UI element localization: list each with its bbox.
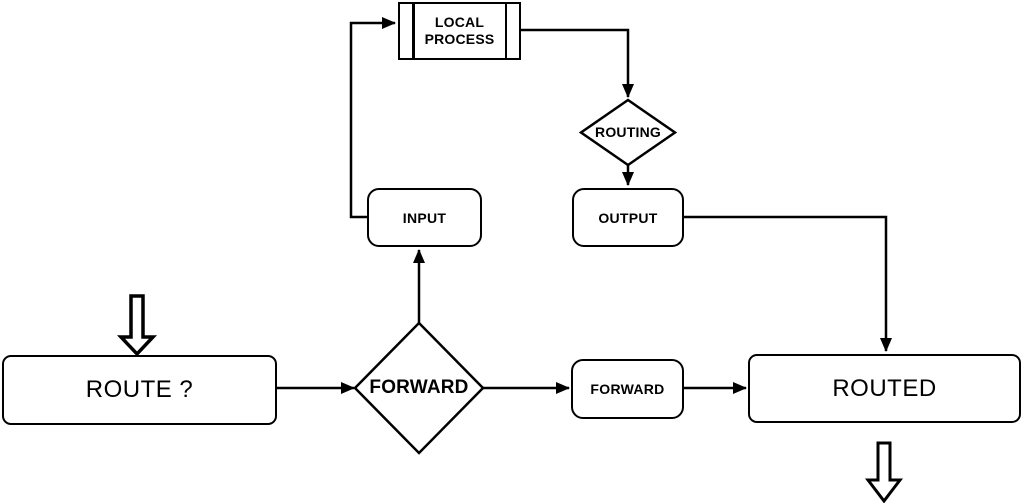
node-route-question-label: ROUTE ? (85, 376, 194, 403)
node-local-process: LOCAL PROCESS (398, 2, 521, 60)
node-local-process-label: LOCAL PROCESS (424, 13, 495, 48)
node-forward-decision-diamond (353, 321, 485, 455)
edge-output-to-routed (684, 215, 892, 352)
node-forward-chain: FORWARD (571, 359, 684, 419)
edge-local-process-to-routing (521, 28, 634, 98)
node-input: INPUT (367, 188, 482, 247)
node-forward-chain-label: FORWARD (590, 381, 665, 397)
exit-block-arrow-icon (864, 441, 904, 503)
node-routed-label: ROUTED (832, 374, 937, 402)
predefined-process-left-bar (412, 4, 415, 58)
node-input-label: INPUT (402, 209, 447, 226)
node-routing-label: ROUTING (595, 124, 661, 140)
node-routed: ROUTED (748, 354, 1021, 423)
predefined-process-right-bar (504, 4, 507, 58)
entry-block-arrow-icon (116, 294, 158, 357)
node-routing-diamond (578, 98, 678, 167)
node-route-question: ROUTE ? (2, 355, 277, 425)
edge-input-to-local-process (349, 17, 396, 219)
node-output: OUTPUT (572, 188, 684, 247)
node-output-label: OUTPUT (598, 209, 658, 226)
node-forward-decision-label: FORWARD (369, 377, 469, 398)
